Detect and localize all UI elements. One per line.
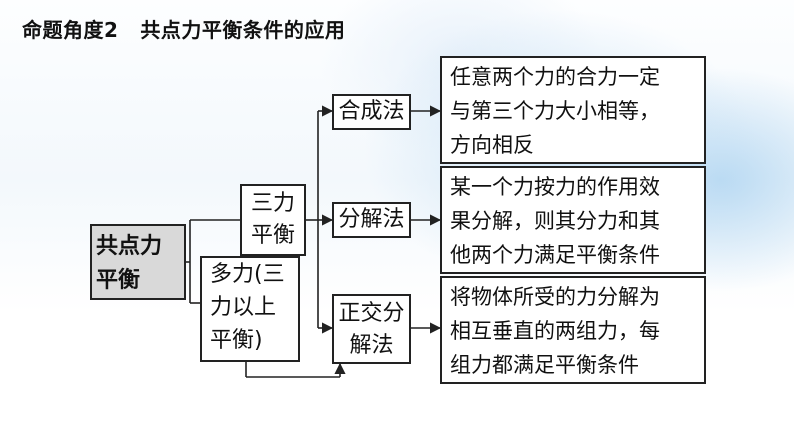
decomposition-desc-line-1: 某一个力按力的作用效 <box>450 175 660 199</box>
orthogonal-desc-line-2: 相互垂直的两组力，每 <box>450 319 660 343</box>
orthogonal-line-2: 解法 <box>349 333 394 358</box>
synthesis-description: 任意两个力的合力一定 与第三个力大小相等， 方向相反 <box>440 56 706 164</box>
multi-force-line-2: 力以上 <box>210 295 277 320</box>
root-line-2: 平衡 <box>96 268 141 293</box>
three-force-line-2: 平衡 <box>250 223 295 248</box>
synthesis-desc-line-1: 任意两个力的合力一定 <box>450 65 660 89</box>
synthesis-label: 合成法 <box>338 99 405 124</box>
title-topic-name: 共点力平衡条件的应用 <box>140 18 346 42</box>
orthogonal-desc-line-1: 将物体所受的力分解为 <box>450 285 660 309</box>
page-title: 命题角度2 共点力平衡条件的应用 <box>22 14 345 43</box>
orthogonal-line-1: 正交分 <box>338 301 405 326</box>
orthogonal-method-node: 正交分 解法 <box>332 294 411 364</box>
three-force-line-1: 三力 <box>250 191 295 216</box>
synthesis-desc-line-3: 方向相反 <box>450 133 534 157</box>
orthogonal-desc-line-3: 组力都满足平衡条件 <box>450 353 639 377</box>
orthogonal-description: 将物体所受的力分解为 相互垂直的两组力，每 组力都满足平衡条件 <box>440 276 706 384</box>
title-topic-number: 命题角度2 <box>22 18 119 42</box>
root-node: 共点力 平衡 <box>90 224 186 300</box>
multi-force-line-3: 平衡) <box>210 328 263 353</box>
decomposition-method-node: 分解法 <box>332 202 411 238</box>
synthesis-method-node: 合成法 <box>332 94 411 130</box>
decomposition-desc-line-3: 他两个力满足平衡条件 <box>450 243 660 267</box>
decomposition-label: 分解法 <box>338 207 405 232</box>
multi-force-line-1: 多力(三 <box>210 262 285 287</box>
decomposition-desc-line-2: 果分解，则其分力和其 <box>450 209 660 233</box>
decomposition-description: 某一个力按力的作用效 果分解，则其分力和其 他两个力满足平衡条件 <box>440 166 706 274</box>
root-line-1: 共点力 <box>96 234 163 259</box>
synthesis-desc-line-2: 与第三个力大小相等， <box>450 99 660 123</box>
multi-force-node: 多力(三 力以上 平衡) <box>200 256 300 362</box>
three-force-node: 三力 平衡 <box>240 184 306 256</box>
